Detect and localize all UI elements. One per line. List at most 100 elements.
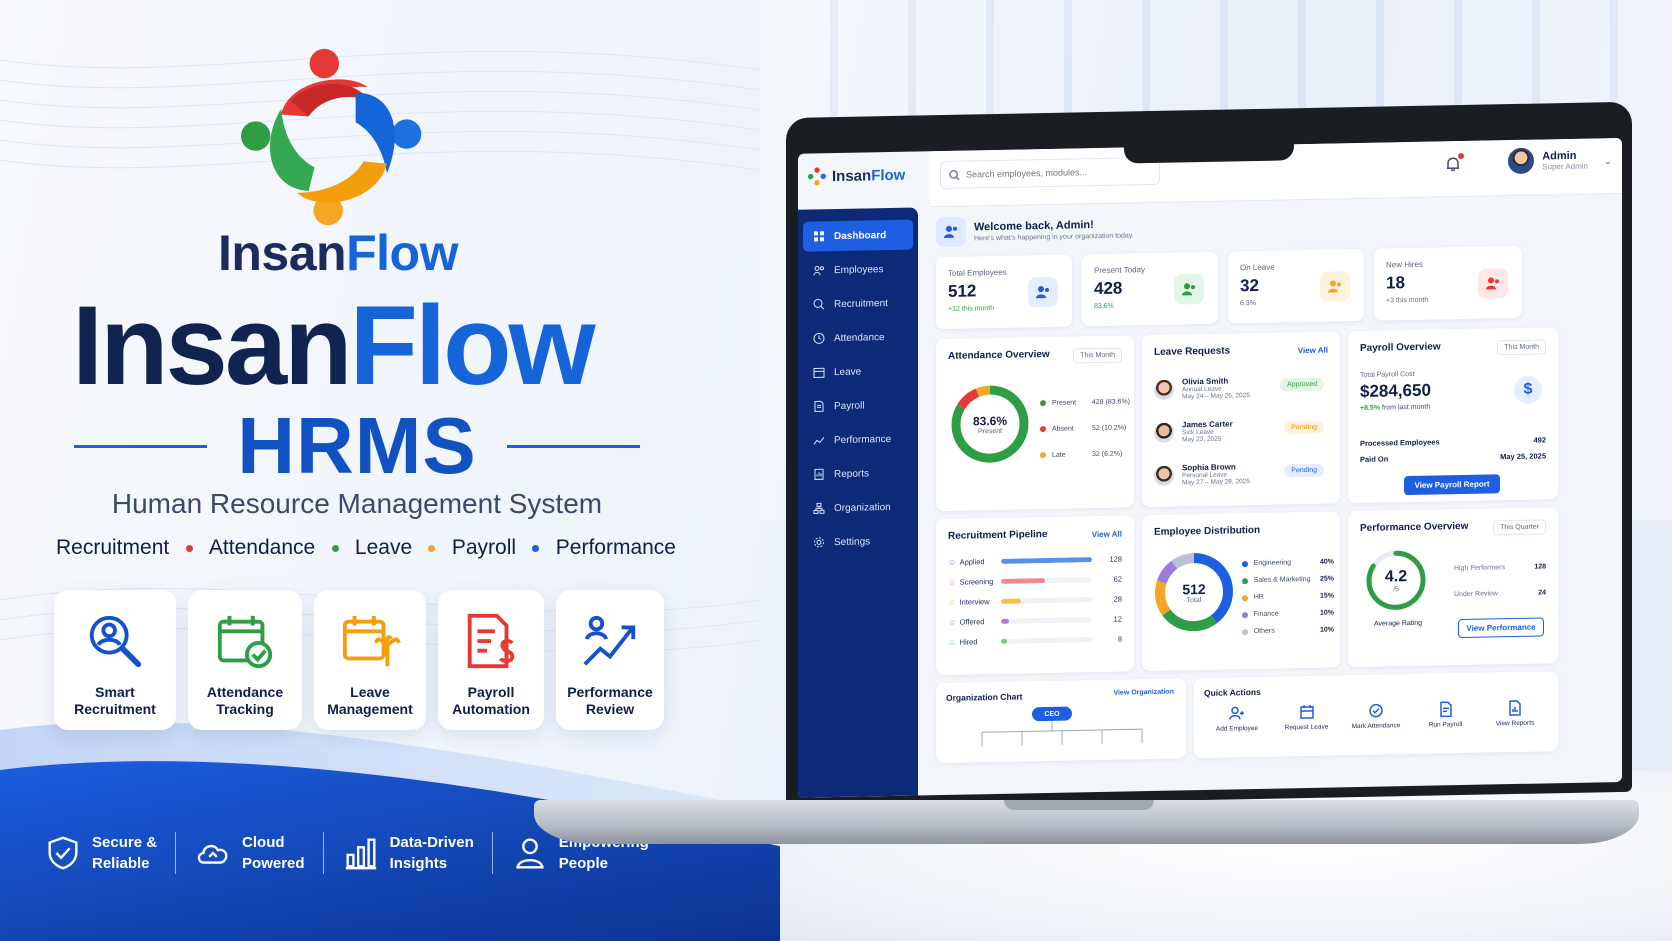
stat-card-present-today[interactable]: Present Today 428 83.6% — [1082, 251, 1218, 327]
feature-label: Performance Review — [567, 684, 653, 717]
distribution-donut-chart — [1155, 553, 1233, 632]
view-payroll-report-button[interactable]: View Payroll Report — [1404, 474, 1500, 496]
dashboard-screen: InsanFlow Admin Super Admin ⌄ Dashboard … — [798, 137, 1622, 798]
user-menu[interactable]: Admin Super Admin — [1508, 147, 1588, 175]
donut-center-value: 512 — [1182, 580, 1206, 597]
payroll-change-suffix: from last month — [1382, 403, 1431, 412]
sidebar-item-employees[interactable]: Employees — [803, 254, 913, 286]
sidebar: Dashboard Employees Recruitment Attendan… — [798, 207, 918, 798]
bar-chart-icon — [345, 838, 376, 870]
stage-name: Interview — [959, 596, 990, 607]
stage-bar-track — [1000, 556, 1092, 564]
feature-label: Attendance Tracking — [206, 684, 284, 717]
view-organization-link[interactable]: View Organization — [1113, 688, 1174, 697]
sidebar-item-label: Employees — [834, 263, 884, 276]
sidebar-item-attendance[interactable]: Attendance — [803, 322, 913, 354]
attendance-donut: 83.6% Present — [948, 381, 1032, 467]
legend-dot — [1242, 577, 1248, 584]
period-select[interactable]: This Month — [1497, 339, 1546, 356]
feature-card-recruitment: Smart Recruitment — [54, 590, 176, 730]
module-performance: Performance — [555, 536, 676, 559]
sidebar-item-performance[interactable]: Performance — [803, 424, 913, 456]
view-all-link[interactable]: View All — [1297, 345, 1328, 356]
legend-pct: (6.2%) — [1101, 450, 1123, 458]
feature-card-payroll: Payroll Automation — [438, 590, 544, 730]
period-select[interactable]: This Month — [1073, 347, 1122, 364]
sidebar-item-payroll[interactable]: Payroll — [803, 390, 913, 422]
legend-label: Late — [1052, 451, 1066, 459]
sidebar-item-recruitment[interactable]: Recruitment — [803, 288, 913, 320]
chevron-down-icon[interactable]: ⌄ — [1603, 156, 1612, 168]
payroll-overview-card: Payroll Overview This Month Total Payrol… — [1348, 327, 1558, 504]
payroll-document-icon — [467, 613, 515, 669]
rating-gauge: 4.2 /5 — [1364, 548, 1428, 613]
donut-slice-2 — [1155, 553, 1233, 632]
search-input[interactable] — [966, 166, 1146, 180]
dashboard-icon — [814, 231, 824, 242]
org-root-node[interactable]: CEO — [1032, 706, 1072, 722]
perf-row-label: Under Review — [1454, 590, 1498, 599]
sidebar-item-leave[interactable]: Leave — [803, 356, 913, 388]
stat-card-on-leave[interactable]: On Leave 32 6.3% — [1228, 248, 1364, 324]
view-performance-button[interactable]: View Performance — [1458, 617, 1544, 639]
hero-title-part-b: Flow — [349, 283, 596, 408]
feature-label: Smart Recruitment — [74, 684, 156, 717]
users-icon — [936, 216, 966, 248]
sidebar-item-dashboard[interactable]: Dashboard — [803, 219, 913, 252]
quick-action-run-payroll[interactable]: Run Payroll — [1413, 701, 1479, 729]
brand-name-part-b: Flow — [346, 225, 458, 281]
stat-card-total-employees[interactable]: Total Employees 512 +12 this month — [936, 254, 1072, 330]
sidebar-item-organization[interactable]: Organization — [803, 492, 913, 524]
brand-name-part-a: Insan — [218, 225, 347, 281]
app-logo-part-a: Insan — [832, 166, 872, 185]
quick-action-label: Mark Attendance — [1351, 722, 1401, 731]
report-icon — [1509, 700, 1521, 716]
camera-notch — [1124, 134, 1294, 164]
search-person-icon — [89, 615, 142, 668]
rating-ring — [1366, 550, 1426, 610]
quick-action-mark-attendance[interactable]: Mark Attendance — [1343, 702, 1409, 730]
quick-action-view-reports[interactable]: View Reports — [1482, 699, 1548, 727]
legend-pct: 10% — [1319, 609, 1334, 617]
stage-bar-fill — [1000, 597, 1021, 604]
quick-action-add-employee[interactable]: Add Employee — [1204, 705, 1270, 733]
quick-action-request-leave[interactable]: Request Leave — [1274, 703, 1340, 731]
stage-bar-fill — [1000, 556, 1092, 564]
view-all-link[interactable]: View All — [1091, 529, 1122, 540]
hero-title-part-a: Insan — [72, 283, 353, 408]
calendar-icon — [1299, 704, 1314, 719]
notifications-button[interactable] — [1444, 152, 1464, 173]
period-select[interactable]: This Quarter — [1493, 519, 1546, 536]
under-review-row[interactable]: Under Review 24 — [1454, 589, 1546, 598]
search-box[interactable] — [940, 156, 1160, 190]
status-badge: Pending — [1284, 420, 1324, 435]
gear-icon — [814, 537, 824, 548]
organization-chart-card: Organization Chart View Organization CEO — [936, 678, 1186, 764]
app-logo[interactable]: InsanFlow — [808, 166, 905, 186]
payroll-change-value: +8.5% — [1360, 404, 1381, 412]
rating-label: Average Rating — [1373, 619, 1423, 628]
sidebar-item-reports[interactable]: Reports — [803, 458, 913, 490]
users-icon — [1320, 271, 1350, 302]
sidebar-item-label: Recruitment — [834, 297, 888, 310]
perf-row-value: 24 — [1538, 589, 1546, 597]
sidebar-item-label: Dashboard — [834, 229, 887, 242]
legend-pct: (10.2%) — [1101, 423, 1127, 432]
module-leave: Leave — [354, 536, 413, 559]
users-icon — [1028, 276, 1058, 308]
distribution-donut: 512 Total — [1152, 549, 1236, 635]
sidebar-item-settings[interactable]: Settings — [803, 526, 913, 558]
stat-card-new-hires[interactable]: New Hires 18 +3 this month — [1374, 245, 1522, 321]
add-user-icon — [1229, 706, 1244, 720]
